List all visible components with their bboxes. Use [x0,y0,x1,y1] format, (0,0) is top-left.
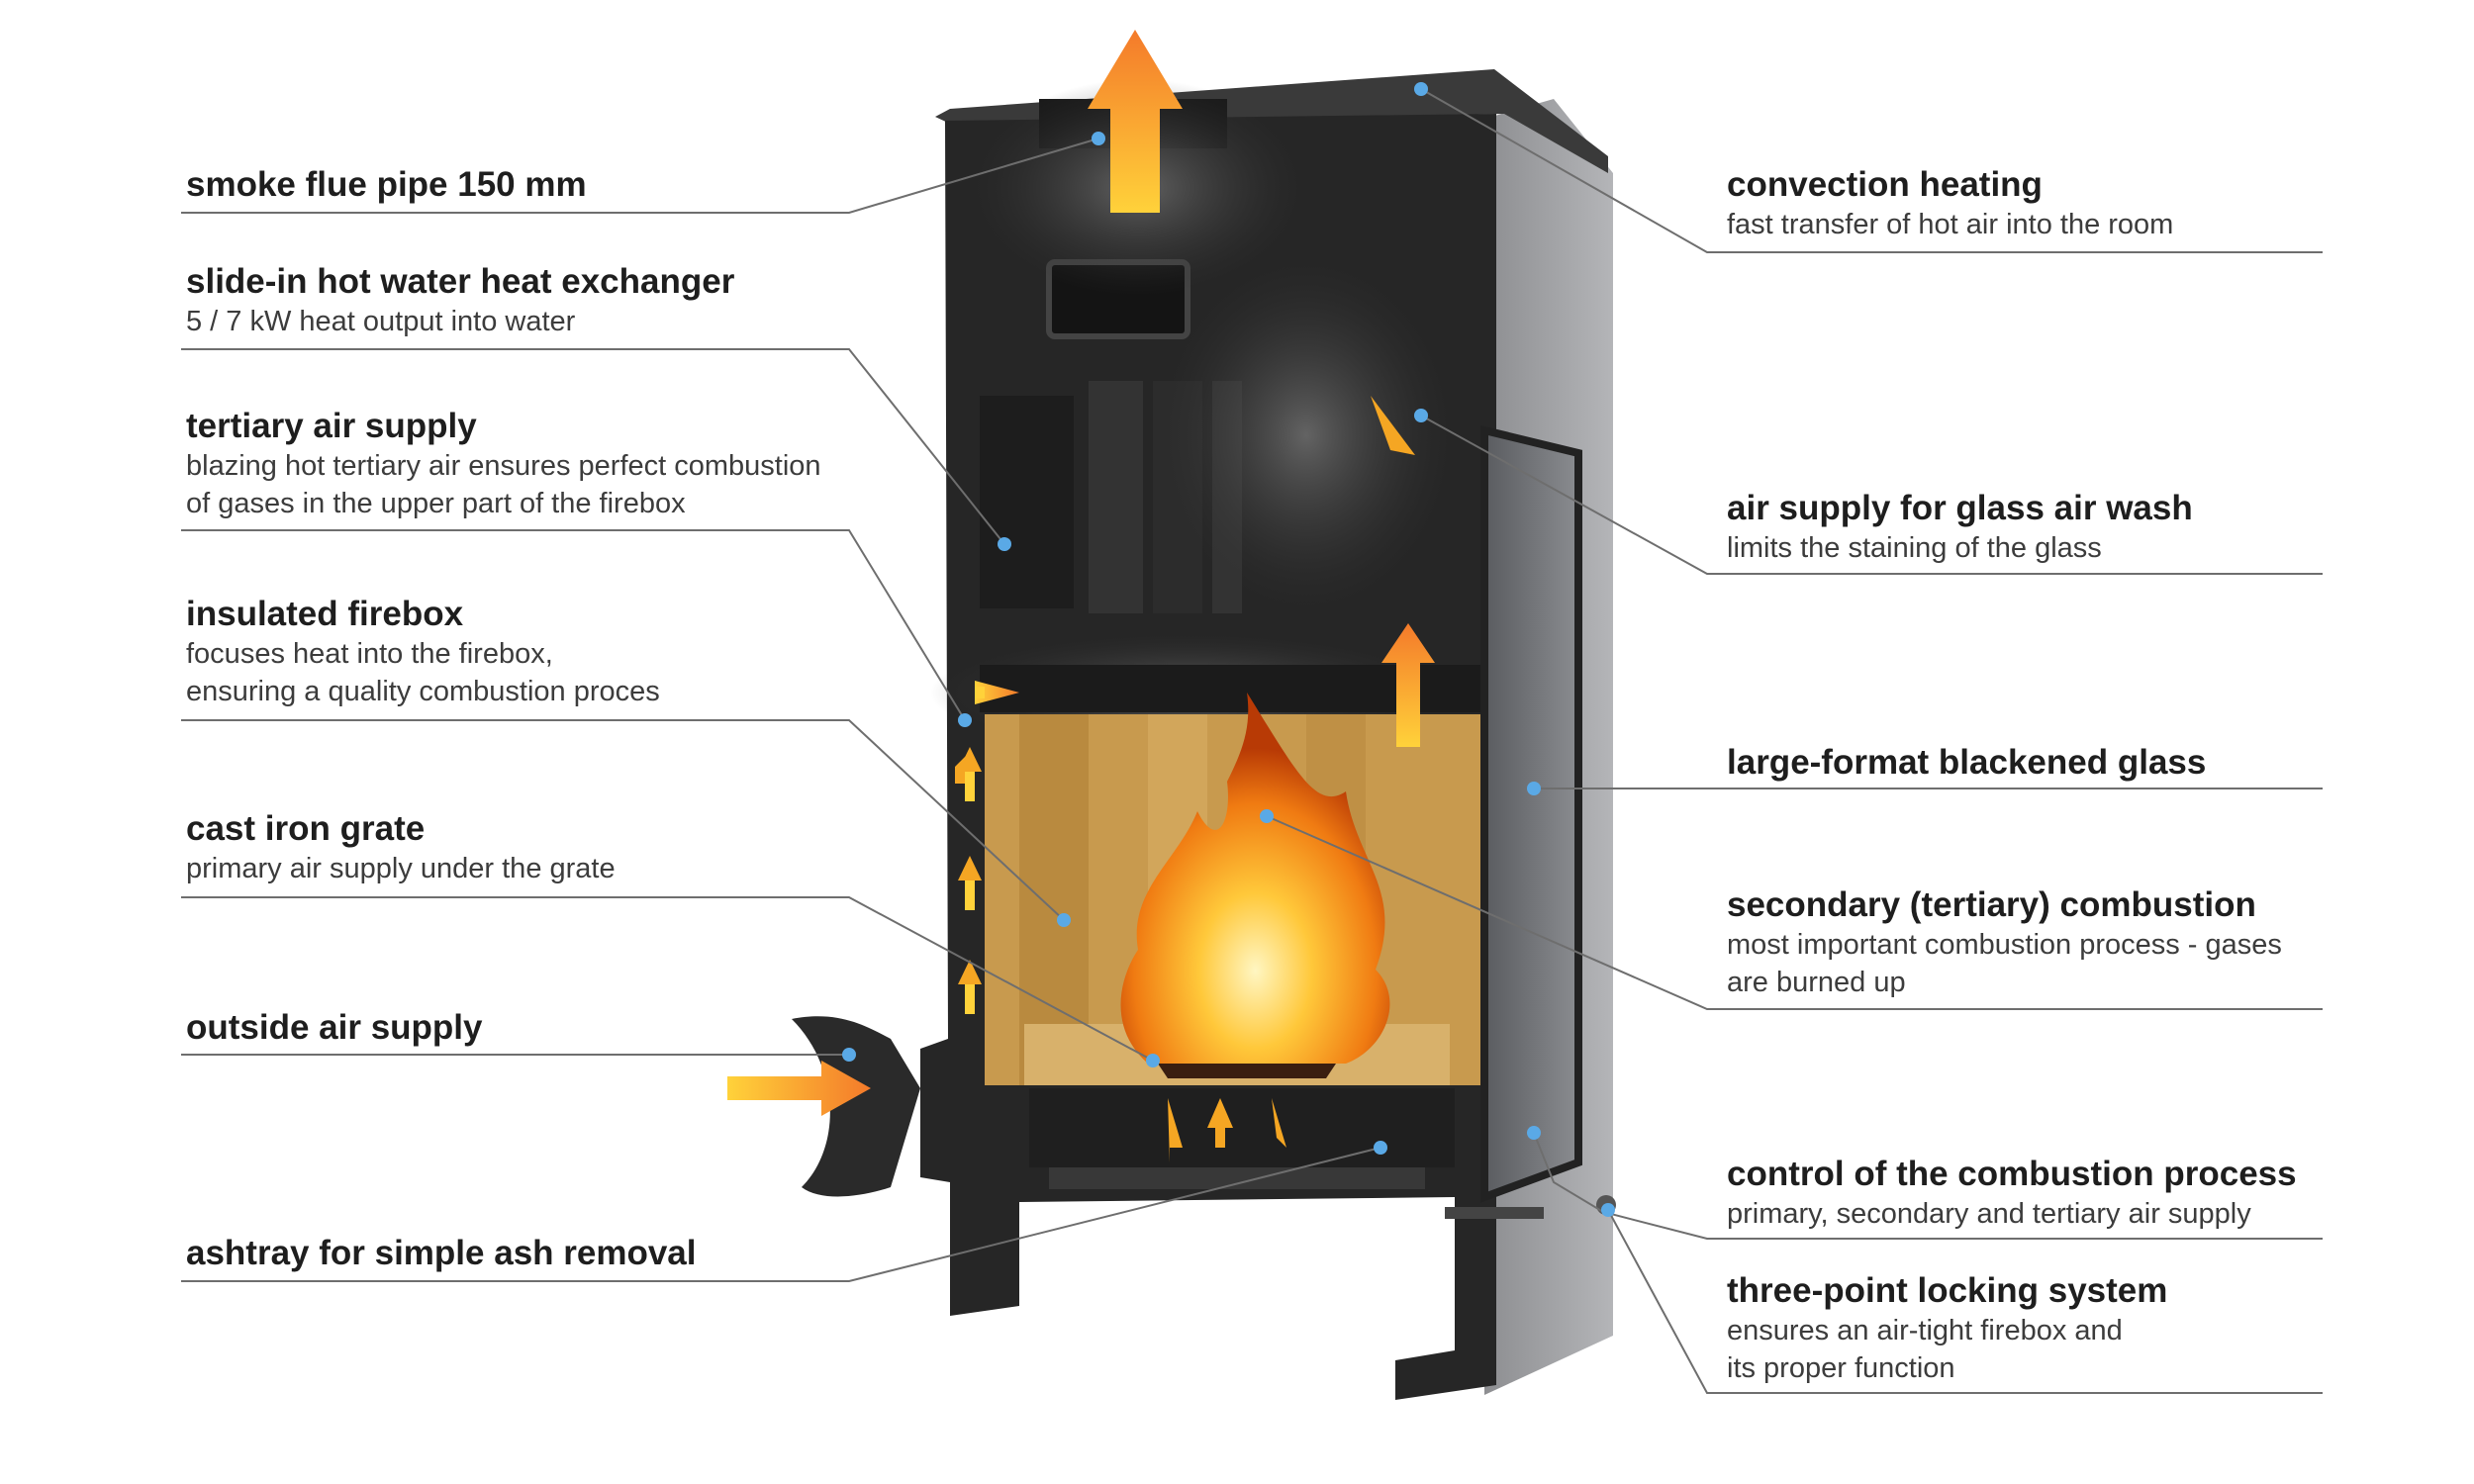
leader-smoke-flue [181,138,1099,214]
label-desc: its proper function [1727,1352,1955,1384]
outside-air-arrow [727,1061,871,1116]
label-title: insulated firebox [186,595,464,633]
outside-air-pipe [792,1016,920,1197]
label-desc: fast transfer of hot air into the room [1727,209,2174,240]
markers [842,82,1615,1217]
top-plate [935,69,1608,173]
label-hot-water-exchanger: slide-in hot water heat exchanger 5 / 7 … [186,261,734,340]
leader-convection [1420,88,2323,253]
label-secondary-combustion: secondary (tertiary) combustion most imp… [1727,884,2282,1001]
leader-secondary-combustion [1266,815,2323,1010]
label-title: secondary (tertiary) combustion [1727,885,2256,924]
glass-panel [1480,424,1582,1203]
label-desc: 5 / 7 kW heat output into water [186,306,576,337]
label-title: large-format blackened glass [1727,743,2207,782]
leader-locking [1607,1209,2323,1394]
label-desc: most important combustion process - gase… [1727,929,2282,961]
leader-grate [181,896,1154,1062]
label-title: cast iron grate [186,809,426,848]
label-title: outside air supply [186,1008,483,1047]
flow-arrows [727,30,1435,1162]
label-desc: focuses heat into the firebox, [186,638,553,670]
leader-ashtray [181,1147,1381,1282]
label-combustion-control: control of the combustion process primar… [1727,1154,2297,1233]
label-title: air supply for glass air wash [1727,489,2193,527]
label-desc: limits the staining of the glass [1727,532,2102,564]
label-title: tertiary air supply [186,407,477,445]
label-title: ashtray for simple ash removal [186,1234,697,1272]
label-title: three-point locking system [1727,1271,2168,1310]
label-insulated-firebox: insulated firebox focuses heat into the … [186,594,660,710]
label-title: slide-in hot water heat exchanger [186,262,735,301]
leader-insulated-firebox [181,719,1065,921]
label-title: convection heating [1727,165,2043,204]
label-ashtray: ashtray for simple ash removal [186,1233,697,1274]
label-blackened-glass: large-format blackened glass [1727,742,2206,784]
label-smoke-flue: smoke flue pipe 150 mm [186,164,587,206]
leader-tertiary-air [181,529,966,721]
leader-hot-water [181,348,1005,545]
label-desc: primary, secondary and tertiary air supp… [1727,1198,2251,1230]
label-desc: primary air supply under the grate [186,853,616,884]
label-title: control of the combustion process [1727,1155,2297,1193]
leader-glass-wash [1420,415,2323,575]
label-cast-iron-grate: cast iron grate primary air supply under… [186,808,616,887]
label-tertiary-air: tertiary air supply blazing hot tertiary… [186,406,821,522]
label-desc: ensures an air-tight firebox and [1727,1315,2123,1346]
label-desc: ensuring a quality combustion proces [186,676,660,707]
label-glass-air-wash: air supply for glass air wash limits the… [1727,488,2193,567]
label-desc: blazing hot tertiary air ensures perfect… [186,450,821,482]
label-convection: convection heating fast transfer of hot … [1727,164,2173,243]
label-desc: are burned up [1727,967,1906,998]
label-desc: of gases in the upper part of the firebo… [186,488,686,519]
flame [1120,693,1390,1064]
label-outside-air: outside air supply [186,1007,483,1049]
label-title: smoke flue pipe 150 mm [186,165,587,204]
label-locking-system: three-point locking system ensures an ai… [1727,1270,2167,1387]
flue-arrow [1088,30,1183,213]
